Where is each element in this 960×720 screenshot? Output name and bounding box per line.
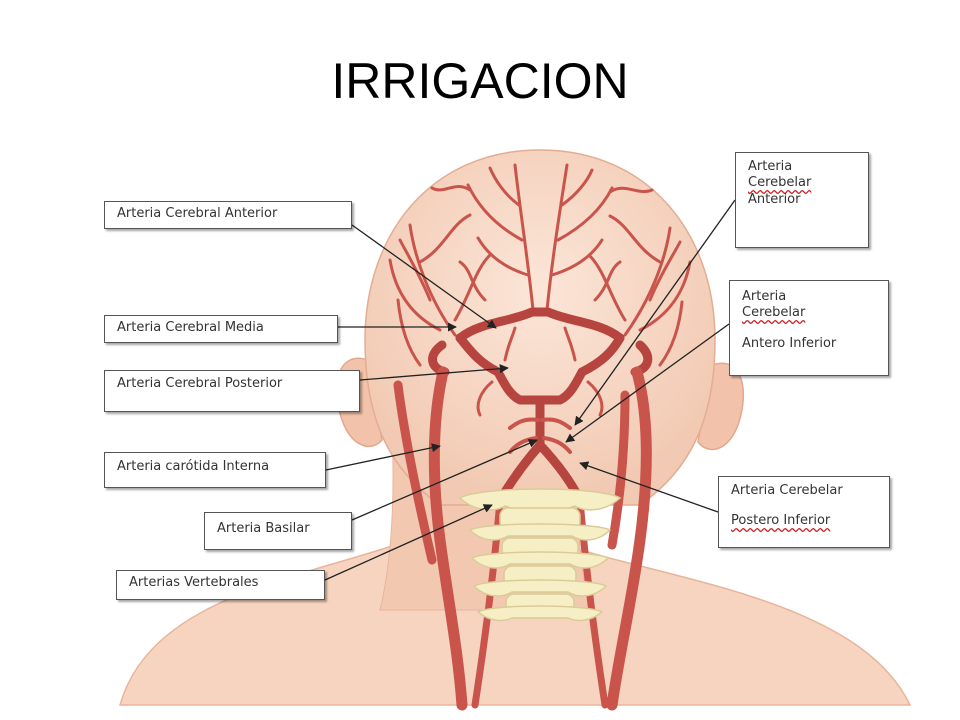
label-cerebelar-anterior: Arteria Cerebelar Anterior — [735, 152, 869, 248]
cortical-branches — [388, 163, 692, 367]
label-vertebrales: Arterias Vertebrales — [116, 570, 325, 600]
label-cerebral-media: Arteria Cerebral Media — [104, 315, 338, 343]
carotid-arteries — [428, 366, 652, 711]
label-cerebelar-antero-inferior: Arteria Cerebelar Antero Inferior — [729, 280, 889, 376]
label-cerebral-posterior: Arteria Cerebral Posterior — [104, 370, 360, 412]
label-basilar: Arteria Basilar — [204, 512, 352, 550]
label-cerebelar-postero-inferior: Arteria Cerebelar Postero Inferior — [718, 476, 890, 548]
external-carotids — [393, 380, 630, 565]
circle-inner-branches — [476, 326, 604, 417]
slide-title: IRRIGACION — [331, 53, 629, 109]
cervical-spine — [458, 488, 622, 622]
label-carotida-interna: Arteria carótida Interna — [104, 452, 326, 488]
leader-lines — [324, 199, 736, 581]
label-cerebral-anterior: Arteria Cerebral Anterior — [104, 201, 352, 229]
